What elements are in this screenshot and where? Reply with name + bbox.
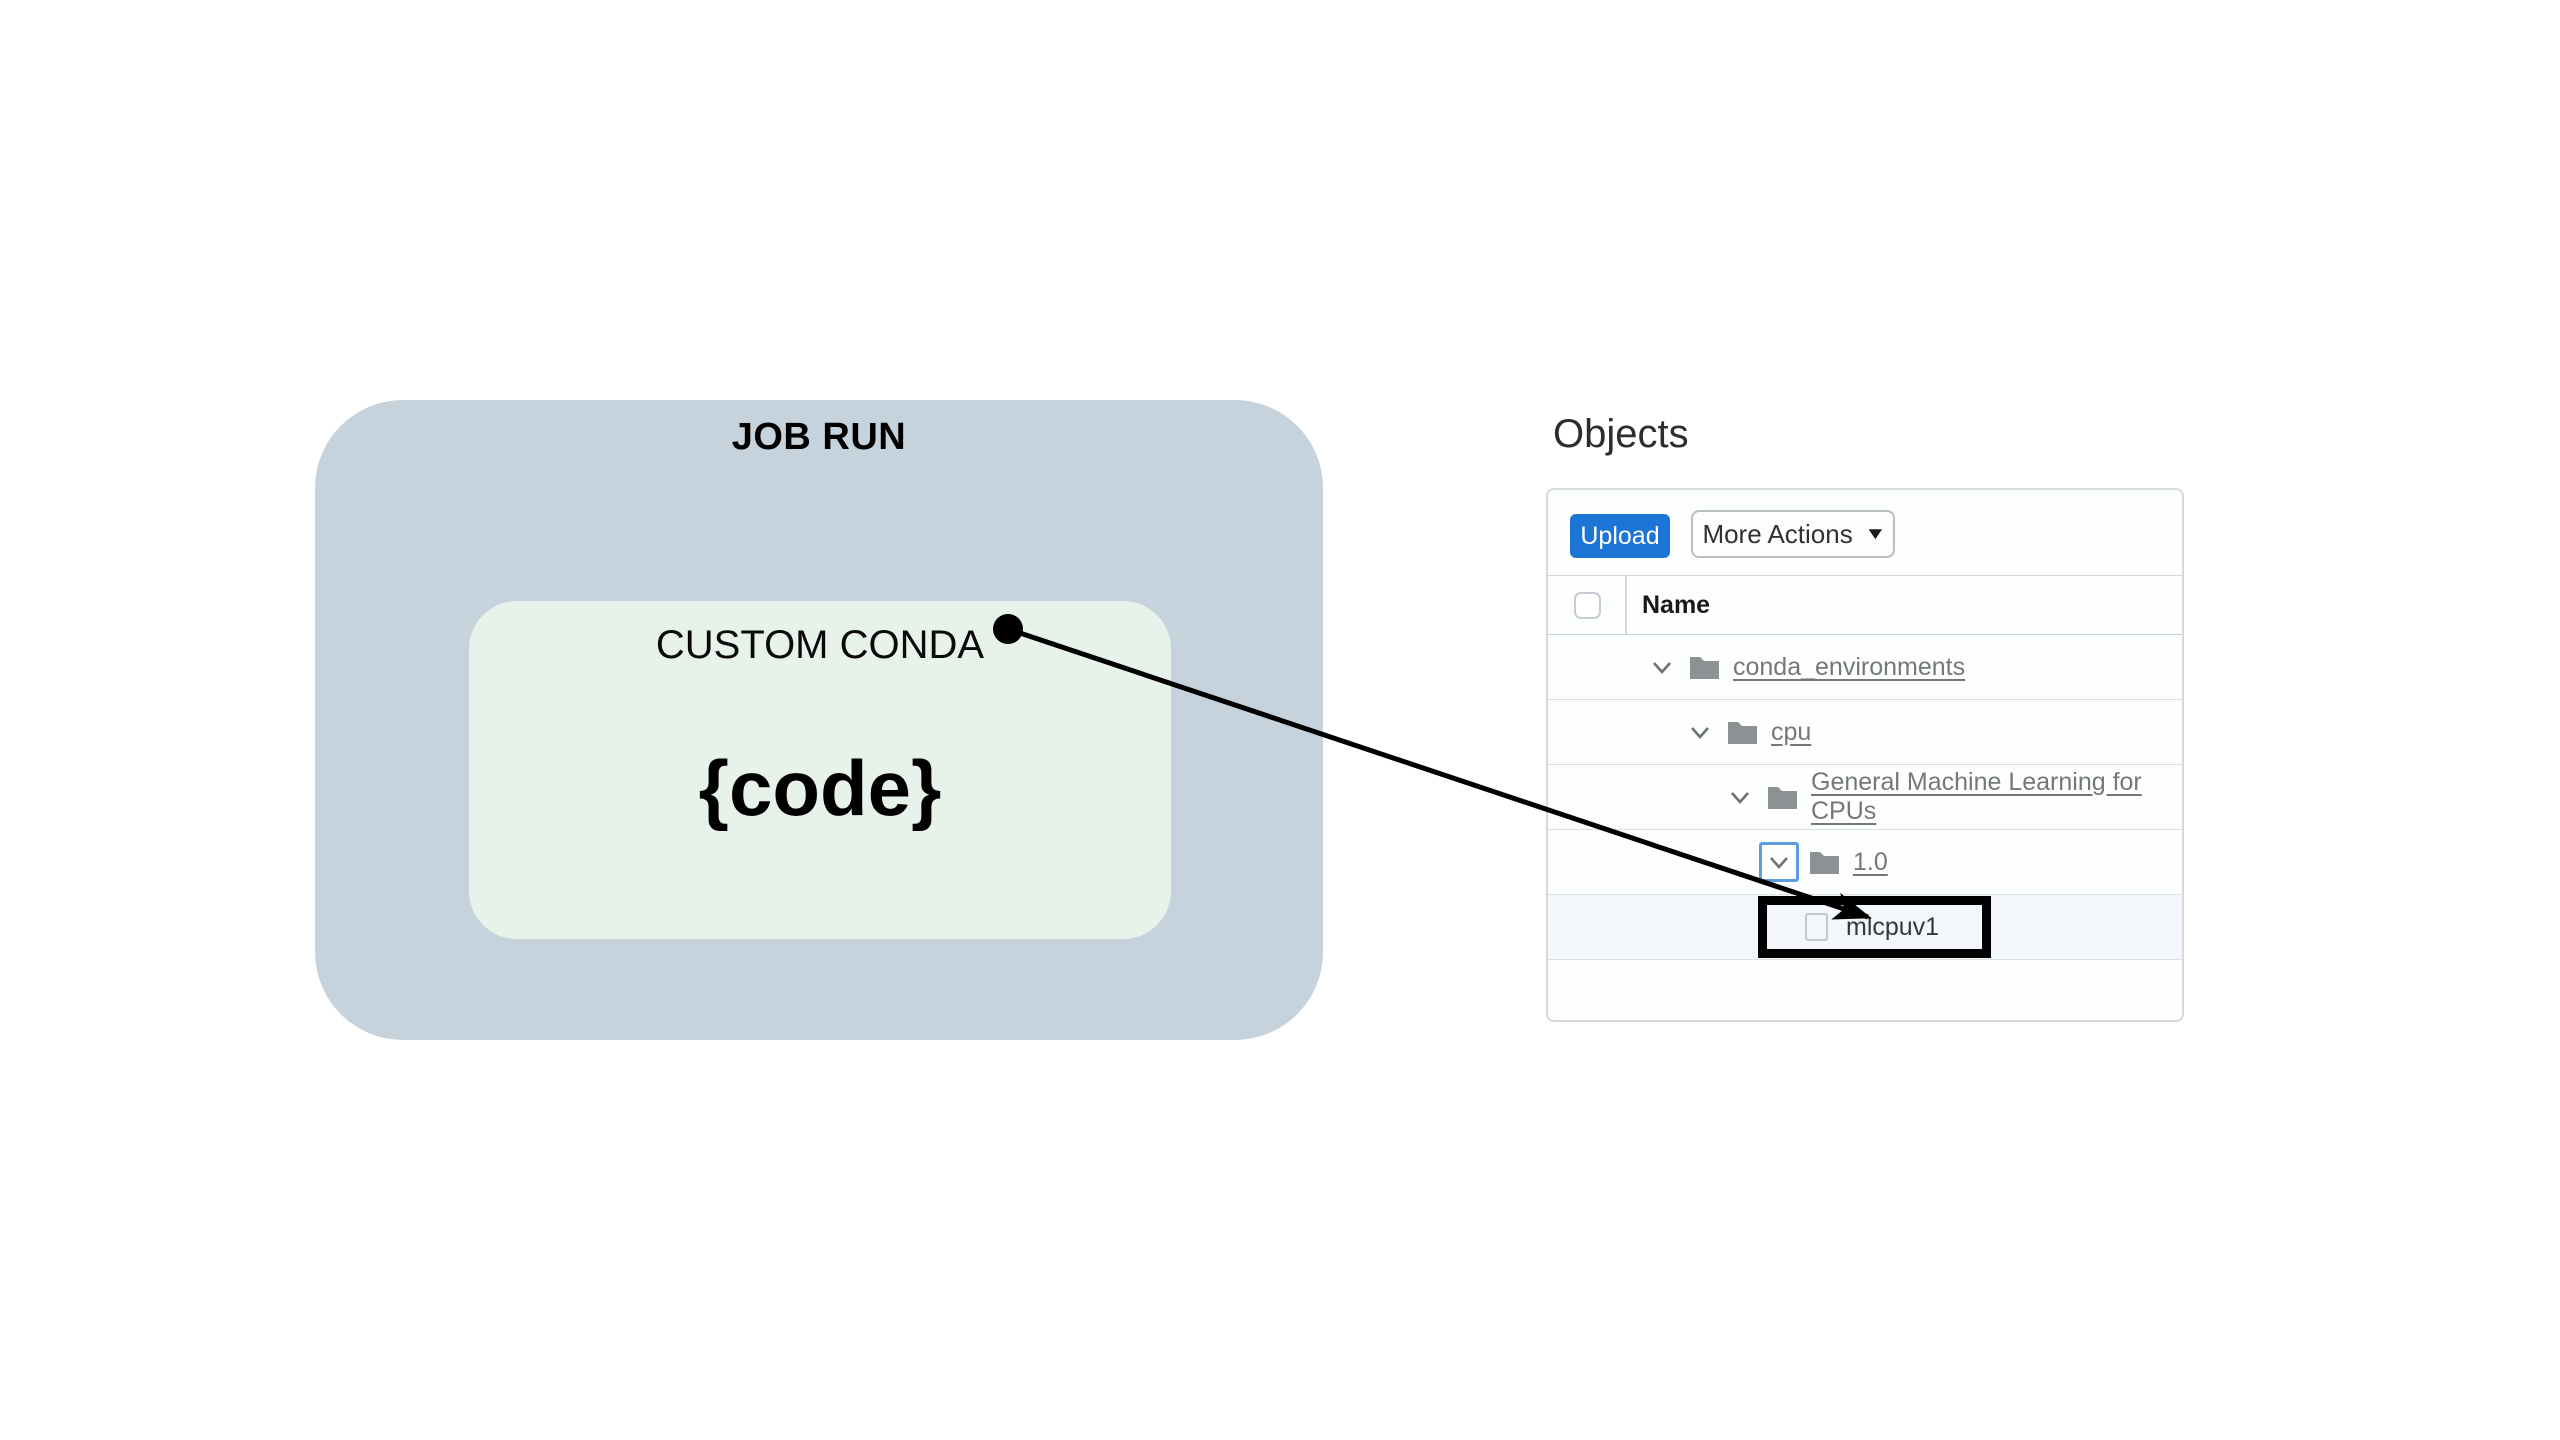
code-label: {code} (698, 744, 942, 832)
folder-icon (1768, 787, 1797, 809)
column-separator (1625, 576, 1627, 634)
chevron-down-icon: ▼ (1863, 524, 1887, 543)
name-column-header: Name (1642, 590, 1711, 619)
folder-link[interactable]: cpu (1771, 717, 1812, 746)
folder-link[interactable]: 1.0 (1853, 847, 1888, 876)
highlight-rectangle (1758, 896, 1991, 958)
folder-icon (1810, 852, 1839, 874)
more-actions-label: More Actions (1702, 518, 1853, 549)
folder-icon (1728, 722, 1757, 744)
custom-conda-container: CUSTOM CONDA {code} (469, 601, 1171, 939)
upload-button[interactable]: Upload (1570, 514, 1670, 558)
select-all-checkbox[interactable] (1574, 591, 1601, 619)
chevron-down-icon[interactable] (1647, 652, 1677, 682)
page-title: Objects (1553, 412, 1689, 456)
table-row: 1.0 (1548, 830, 2182, 895)
chevron-focus-box[interactable] (1759, 842, 1799, 882)
chevron-down-icon[interactable] (1685, 717, 1715, 747)
job-run-container: JOB RUN CUSTOM CONDA {code} (315, 400, 1323, 1040)
table-row: conda_environments (1548, 635, 2182, 700)
chevron-down-icon[interactable] (1764, 847, 1794, 877)
folder-link[interactable]: General Machine Learning for CPUs (1811, 768, 2142, 825)
custom-conda-label: CUSTOM CONDA (655, 623, 985, 667)
chevron-down-icon[interactable] (1725, 782, 1755, 812)
table-row: cpu (1548, 700, 2182, 765)
folder-icon (1690, 657, 1719, 679)
objects-toolbar: Upload More Actions ▼ (1548, 490, 2182, 575)
table-header-row: Name (1548, 575, 2182, 635)
job-run-label: JOB RUN (731, 416, 907, 458)
more-actions-button[interactable]: More Actions ▼ (1691, 510, 1895, 558)
folder-link[interactable]: conda_environments (1733, 652, 1966, 681)
table-row: General Machine Learning for CPUs (1548, 765, 2182, 830)
